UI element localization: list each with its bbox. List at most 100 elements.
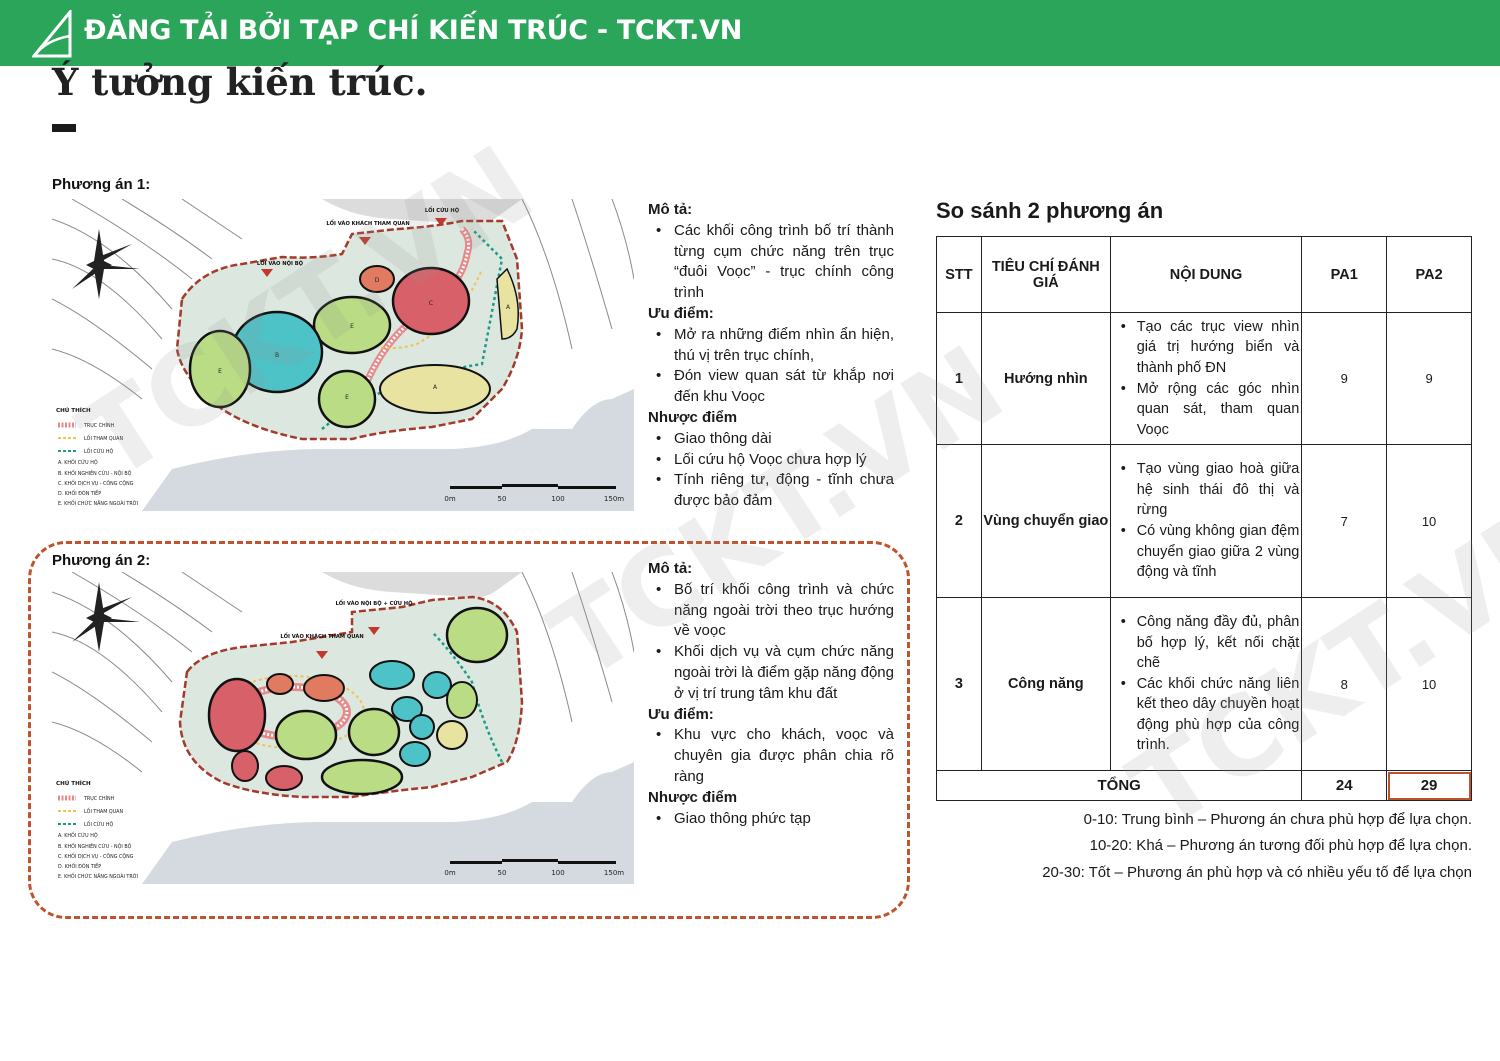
plan1-legend-item: D. KHỐI ĐÓN TIẾP: [58, 489, 101, 497]
plan1-entrance-visitor: LỐI VÀO KHÁCH THAM QUAN: [326, 219, 409, 227]
row-content-item: Có vùng không gian đệm chuyển giao giữa …: [1115, 521, 1300, 583]
row-pa1-score: 9: [1301, 312, 1388, 445]
plan1-scale-label: 0m: [444, 495, 455, 503]
row-stt: 1: [936, 312, 982, 445]
plan2-entrance-internal: LỐI VÀO NỘI BỘ + CỨU HỘ: [335, 599, 413, 607]
plan2-scale-label: 50: [498, 869, 507, 877]
header-criteria: TIÊU CHÍ ĐÁNH GIÁ: [980, 236, 1111, 313]
plan2-description: Mô tả: Bố trí khối công trình và chức nă…: [648, 559, 894, 829]
row-content: Tạo các trục view nhìn giá trị hướng biể…: [1109, 312, 1303, 445]
plan1-zone-label: C: [429, 300, 433, 307]
row-pa1-score: 7: [1301, 444, 1388, 598]
row-pa2-score: 10: [1386, 444, 1472, 598]
row-pa2-score: 9: [1386, 312, 1472, 445]
plan1-desc-heading: Mô tả:: [648, 201, 693, 218]
row-content-item: Tạo các trục view nhìn giá trị hướng biể…: [1115, 317, 1300, 379]
plan1-pros-item: Mở ra những điểm nhìn ẩn hiện, thú vị tr…: [648, 325, 894, 367]
top-banner: ĐĂNG TẢI BỞI TẠP CHÍ KIẾN TRÚC - TCKT.VN: [0, 0, 1500, 66]
plan1-legend-item: E. KHỐI CHỨC NĂNG NGOÀI TRỜI: [58, 499, 138, 507]
plan1-entrance-rescue: LỐI CỨU HỘ: [425, 206, 460, 214]
row-content: Tạo vùng giao hoà giữa hệ sinh thái đô t…: [1109, 444, 1303, 598]
plan1-cons-item: Lối cứu hộ Voọc chưa hợp lý: [648, 450, 894, 471]
plan1-cons-heading: Nhược điểm: [648, 408, 738, 426]
row-pa1-score: 8: [1301, 597, 1388, 771]
plan1-legend-item: LỐI CỨU HỘ: [84, 447, 113, 455]
plan2-label: Phương án 2:: [52, 552, 151, 569]
row-pa2-score: 10: [1386, 597, 1472, 771]
plan2-pros-item: Khu vực cho khách, voọc và chuyên gia đư…: [648, 725, 894, 787]
plan2-legend-item: TRỤC CHÍNH: [83, 795, 115, 802]
plan1-zone-label: B: [275, 352, 279, 359]
plan2-scale-label: 0m: [444, 869, 455, 877]
scoring-note: 0-10: Trung bình – Phương án chưa phù hợ…: [1083, 811, 1472, 828]
row-stt: 2: [936, 444, 982, 598]
total-pa2: 29: [1386, 770, 1472, 801]
plan2-desc-item: Khối dịch vụ và cụm chức năng ngoài trời…: [648, 642, 894, 704]
row-criteria: Công năng: [980, 597, 1111, 771]
plan1-legend-item: C. KHỐI DỊCH VỤ - CÔNG CỘNG: [58, 479, 134, 487]
plan1-label: Phương án 1:: [52, 176, 151, 193]
plan2-pros-heading: Ưu điểm:: [648, 705, 714, 723]
row-content-item: Các khối chức năng liên kết theo dây chu…: [1115, 674, 1300, 756]
plan1-site-diagram: LỐI VÀO KHÁCH THAM QUAN LỐI VÀO NỘI BỘ L…: [52, 199, 634, 511]
plan1-zone-label: D: [375, 277, 380, 284]
plan2-legend-item: D. KHỐI ĐÓN TIẾP: [58, 862, 101, 870]
plan1-legend: CHÚ THÍCH TRỤC CHÍNH LỐI THAM QUAN LỐI C…: [56, 406, 138, 507]
plan2-entrance-visitor: LỐI VÀO KHÁCH THAM QUAN: [280, 632, 363, 640]
plan2-legend-item: LỐI CỨU HỘ: [84, 820, 113, 828]
plan1-legend-item: B. KHỐI NGHIÊN CỨU - NỘI BỘ: [58, 469, 132, 477]
row-content-item: Công năng đầy đủ, phân bố hợp lý, kết nố…: [1115, 612, 1300, 674]
plan1-zone-label: E: [218, 368, 222, 375]
plan2-legend-item: B. KHỐI NGHIÊN CỨU - NỘI BỘ: [58, 842, 132, 850]
table-row: 2 Vùng chuyển giao Tạo vùng giao hoà giữ…: [936, 444, 1472, 598]
banner-text: ĐĂNG TẢI BỞI TẠP CHÍ KIẾN TRÚC - TCKT.VN: [84, 15, 742, 46]
total-label: TỔNG: [935, 770, 1303, 801]
plan1-zone-label: E: [345, 394, 349, 401]
plan1-legend-item: LỐI THAM QUAN: [84, 434, 123, 442]
plan1-zone-label: E: [350, 323, 354, 330]
plan1-scale-label: 150m: [604, 495, 624, 503]
row-content: Công năng đầy đủ, phân bố hợp lý, kết nố…: [1109, 597, 1303, 771]
plan2-scale-bar: 0m 50 100 150m: [444, 859, 624, 877]
tckt-logo-icon: [32, 10, 72, 58]
plan1-pros-item: Đón view quan sát từ khắp nơi đến khu Vo…: [648, 366, 894, 408]
table-total-row: TỔNG 24 29: [935, 770, 1472, 801]
plan1-legend-item: TRỤC CHÍNH: [83, 422, 115, 429]
row-content-item: Mở rộng các góc nhìn quan sát, tham quan…: [1115, 379, 1300, 441]
header-stt: STT: [936, 236, 982, 313]
plan2-scale-label: 150m: [604, 869, 624, 877]
header-pa1: PA1: [1301, 236, 1388, 313]
plan1-zone-label: A: [433, 384, 438, 391]
plan2-selected-frame: [28, 541, 910, 919]
plan1-cons-item: Tính riêng tư, động - tĩnh chưa được bảo…: [648, 470, 894, 512]
plan2-desc-heading: Mô tả:: [648, 560, 693, 577]
plan1-legend-title: CHÚ THÍCH: [56, 406, 91, 414]
total-pa1: 24: [1301, 770, 1388, 801]
row-criteria: Hướng nhìn: [980, 312, 1111, 445]
plan2-legend-item: A. KHỐI CỨU HỘ: [58, 831, 98, 839]
header-content: NỘI DUNG: [1109, 236, 1303, 313]
plan2-legend-item: E. KHỐI CHỨC NĂNG NGOÀI TRỜI: [58, 872, 138, 880]
plan1-pros-heading: Ưu điểm:: [648, 304, 714, 322]
plan1-scale-label: 100: [551, 495, 564, 503]
plan2-legend: CHÚ THÍCH TRỤC CHÍNH LỐI THAM QUAN LỐI C…: [56, 779, 138, 880]
plan1-legend-item: A. KHỐI CỨU HỘ: [58, 458, 98, 466]
title-dash: [52, 124, 76, 132]
plan2-site-diagram: LỐI VÀO KHÁCH THAM QUAN LỐI VÀO NỘI BỘ +…: [52, 572, 634, 884]
plan1-description: Mô tả: Các khối công trình bố trí thành …: [648, 200, 894, 512]
scoring-note: 20-30: Tốt – Phương án phù hợp và có nhi…: [1042, 864, 1472, 881]
comparison-table: STT TIÊU CHÍ ĐÁNH GIÁ NỘI DUNG PA1 PA2 1…: [935, 236, 1472, 801]
row-stt: 3: [936, 597, 982, 771]
scoring-note: 10-20: Khá – Phương án tương đối phù hợp…: [1089, 837, 1472, 854]
plan2-desc-item: Bố trí khối công trình và chức năng ngoà…: [648, 580, 894, 642]
header-pa2: PA2: [1386, 236, 1472, 313]
plan2-cons-heading: Nhược điểm: [648, 788, 738, 806]
table-row: 3 Công năng Công năng đầy đủ, phân bố hợ…: [936, 597, 1472, 771]
plan1-scale-label: 50: [498, 495, 507, 503]
plan1-cons-item: Giao thông dài: [648, 429, 894, 450]
plan2-legend-item: LỐI THAM QUAN: [84, 807, 123, 815]
comparison-title: So sánh 2 phương án: [936, 198, 1164, 223]
plan1-scale-bar: 0m 50 100 150m: [444, 484, 624, 503]
plan2-legend-title: CHÚ THÍCH: [56, 779, 91, 787]
plan1-desc-item: Các khối công trình bố trí thành từng cụ…: [648, 221, 894, 304]
